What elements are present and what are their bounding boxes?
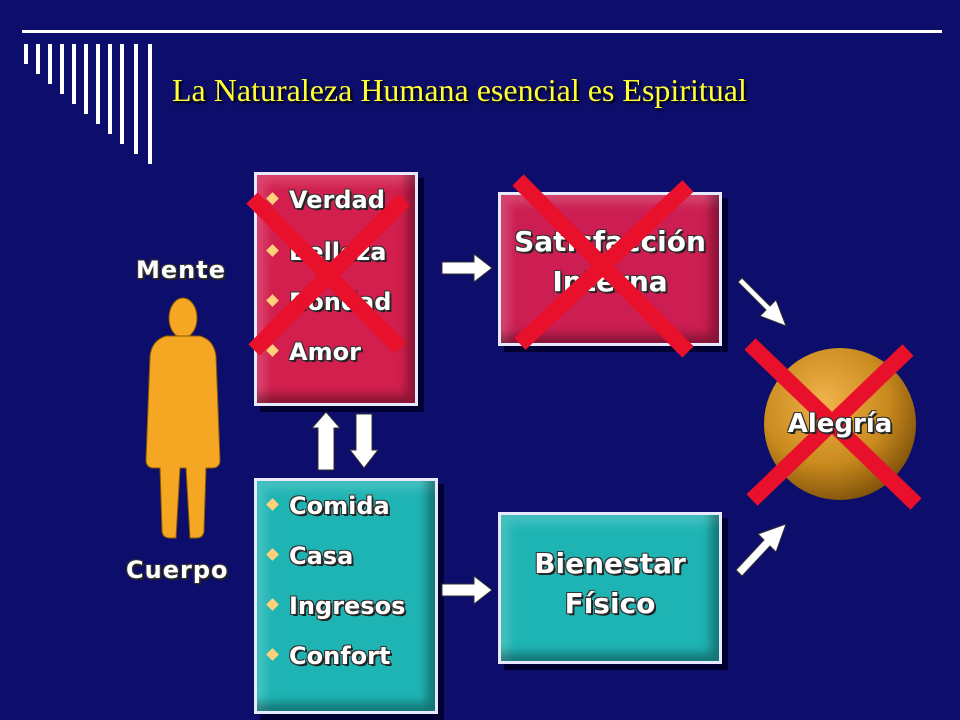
decorative-bar [84, 44, 88, 114]
decorative-bar [24, 44, 28, 64]
arrow-icon [310, 252, 493, 606]
decorative-bar [96, 44, 100, 124]
decorative-bar [148, 44, 152, 164]
decorative-bar [48, 44, 52, 84]
spiritual-value-item: Verdad [266, 186, 385, 214]
person-silhouette-icon [145, 297, 221, 539]
physical-wellbeing-box [498, 512, 722, 664]
material-item: Comida [266, 492, 390, 520]
spiritual-value-item: Amor [266, 338, 361, 366]
decorative-bar [72, 44, 76, 104]
mind-label: Mente [136, 256, 226, 284]
decorative-bar [60, 44, 64, 94]
red-x-icon [246, 192, 410, 356]
top-decorative-line [22, 30, 942, 33]
decorative-bar [134, 44, 138, 154]
decorative-bar [108, 44, 112, 134]
arrow-icon [735, 277, 787, 577]
red-x-icon [512, 174, 694, 358]
slide-title: La Naturaleza Humana esencial es Espirit… [172, 72, 747, 108]
material-item: Casa [266, 542, 353, 570]
body-label: Cuerpo [126, 556, 229, 584]
red-x-icon [744, 338, 922, 510]
decorative-bar [120, 44, 124, 144]
material-items-box [254, 478, 438, 714]
material-item: Ingresos [266, 592, 405, 620]
material-item: Confort [266, 642, 390, 670]
decorative-bar [36, 44, 40, 74]
joy-label: Alegría [787, 409, 893, 439]
physical-wellbeing-label: Bienestar Físico [534, 547, 686, 620]
